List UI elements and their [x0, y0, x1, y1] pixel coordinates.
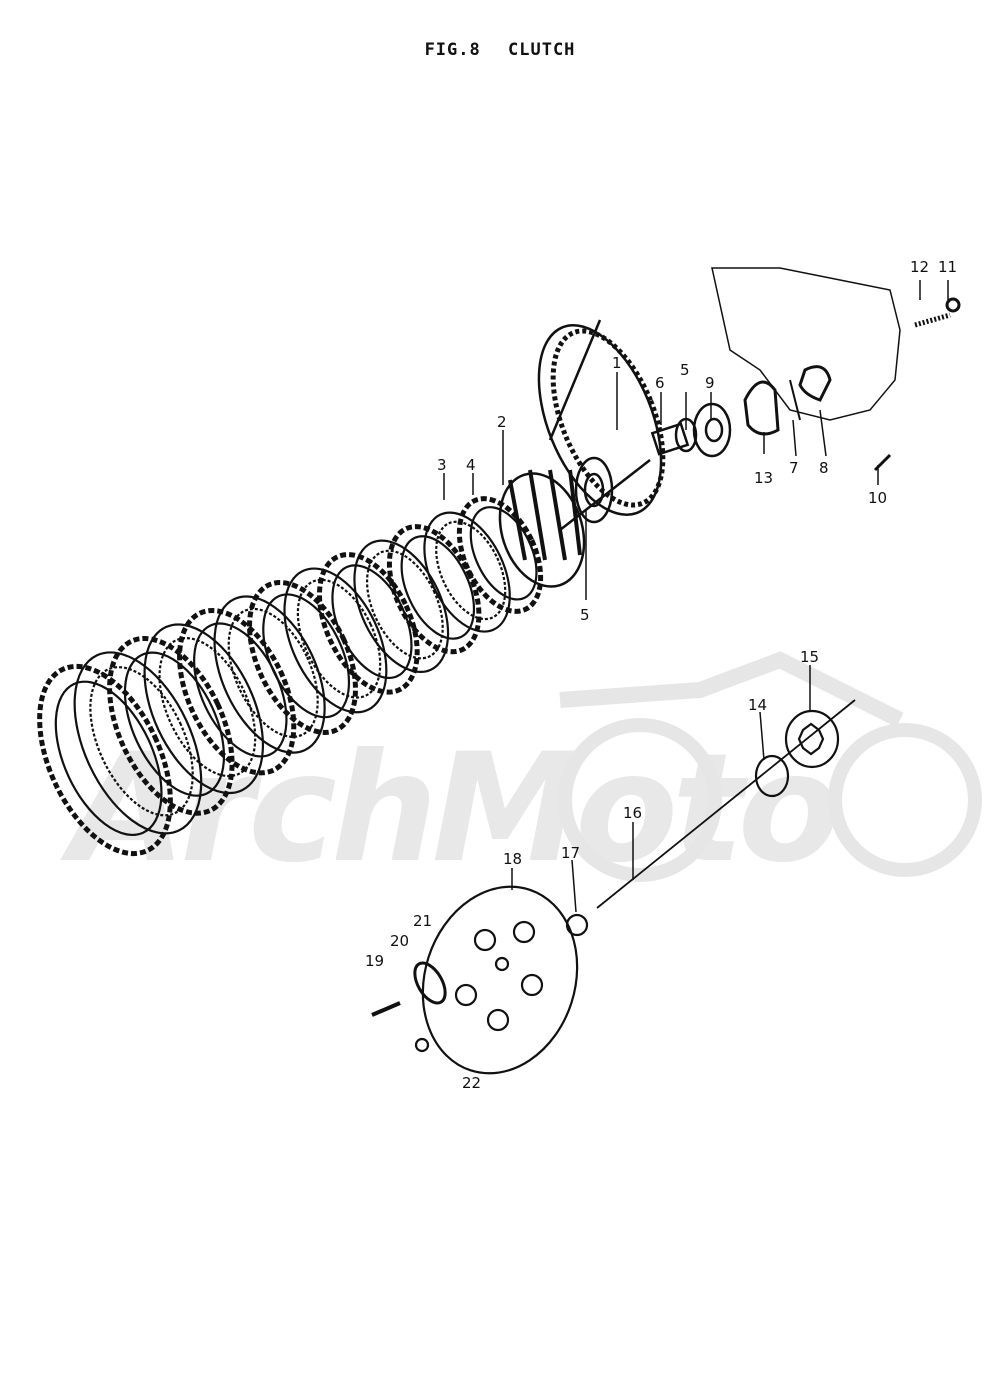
friction-plate — [316, 552, 420, 695]
figure-title: FIG.8 CLUTCH — [0, 40, 1000, 60]
callout-18: 18 — [503, 850, 522, 868]
callout-13: 13 — [754, 469, 773, 487]
clutch-housing — [537, 319, 666, 531]
callout-14: 14 — [748, 696, 767, 714]
callout-5-lower: 5 — [580, 606, 590, 624]
plate-inner-edge — [89, 666, 194, 817]
figure-number: FIG.8 — [424, 40, 481, 60]
plate-inner-edge — [227, 607, 319, 738]
callout-16: 16 — [623, 804, 642, 822]
callout-15: 15 — [800, 648, 819, 666]
callout-11: 11 — [938, 258, 957, 276]
drive-plate — [283, 567, 388, 714]
release-mechanism — [711, 267, 961, 472]
figure-name: CLUTCH — [508, 40, 576, 60]
pressure-plate-group — [371, 699, 856, 1075]
callout-12: 12 — [910, 258, 929, 276]
callout-19: 19 — [365, 952, 384, 970]
watermark-wheel-icon — [558, 718, 722, 882]
plate-inner-edge — [435, 520, 507, 621]
plate-inner-edge — [123, 651, 226, 797]
callout-4: 4 — [466, 456, 476, 474]
callout-9: 9 — [705, 374, 715, 392]
watermark-frame-icon — [559, 651, 904, 728]
friction-plate — [107, 635, 235, 816]
plate-inner-edge — [296, 578, 382, 699]
drive-plate — [353, 539, 450, 674]
drive-plate — [423, 511, 511, 633]
plate-inner-edge — [400, 535, 476, 640]
leader-lines — [443, 280, 949, 913]
plate-inner-edge — [469, 506, 538, 601]
watermark: ArchMoto — [60, 651, 982, 896]
drive-plate — [213, 595, 326, 754]
plate-inner-edge — [54, 680, 163, 837]
callout-8: 8 — [819, 459, 829, 477]
callout-6: 6 — [655, 374, 665, 392]
callout-20: 20 — [390, 932, 409, 950]
drive-plate — [73, 651, 203, 835]
callout-5-upper: 5 — [680, 361, 690, 379]
drive-plate — [143, 623, 265, 795]
callout-1: 1 — [612, 354, 622, 372]
callout-22: 22 — [462, 1074, 481, 1092]
callout-10: 10 — [868, 489, 887, 507]
clutch-sleeve-hub — [498, 469, 586, 588]
callout-17: 17 — [561, 844, 580, 862]
plate-inner-edge — [262, 593, 351, 719]
plate-inner-edge — [365, 549, 444, 660]
callout-2: 2 — [497, 413, 507, 431]
watermark-wheel-icon — [828, 723, 982, 877]
callout-7: 7 — [789, 459, 799, 477]
friction-plate — [177, 608, 297, 776]
clutch-plate-stack — [37, 496, 544, 857]
callout-3: 3 — [437, 456, 447, 474]
friction-plate — [37, 663, 173, 857]
friction-plate — [456, 496, 544, 614]
callout-21: 21 — [413, 912, 432, 930]
plate-inner-edge — [158, 636, 257, 778]
callout-labels: 1 2 3 4 5 5 6 7 8 9 10 11 12 13 14 15 16… — [365, 258, 957, 1092]
